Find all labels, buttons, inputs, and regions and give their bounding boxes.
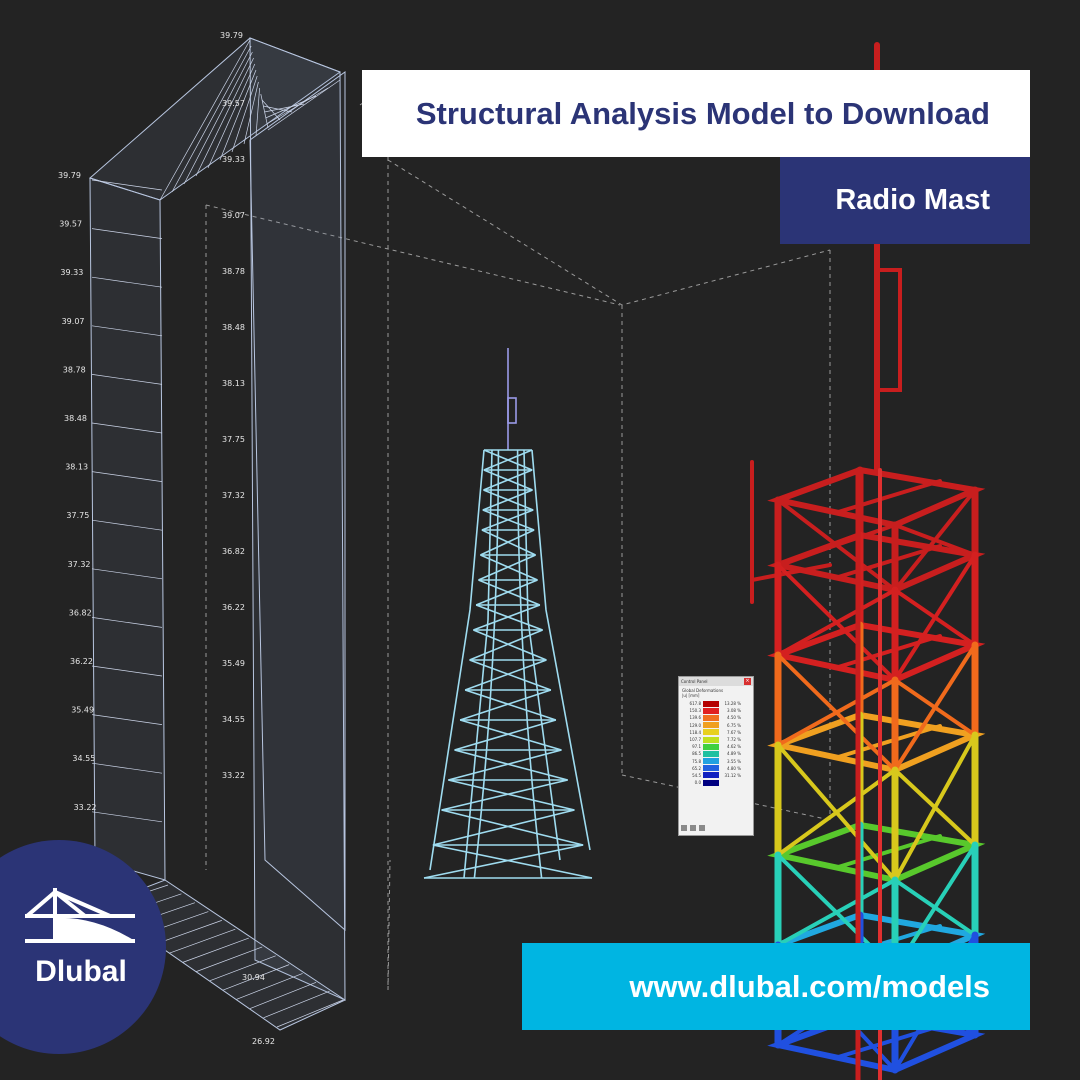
diagram-top-label: 39.79	[220, 31, 243, 40]
banner-subtitle: Radio Mast	[780, 157, 1030, 244]
banner-title: Structural Analysis Model to Download	[362, 70, 1030, 157]
scale-percent: 31.12 %	[724, 772, 741, 778]
scale-swatch	[703, 729, 719, 736]
control-panel[interactable]: Control Panel × Global Deformations |u| …	[678, 676, 754, 836]
control-panel-unit: |u| [mm]	[682, 693, 700, 698]
diagram-inner-label: 38.78	[222, 267, 245, 276]
diagram-inner-label: 39.07	[222, 211, 245, 220]
diagram-left-label: 37.75	[66, 511, 89, 520]
filter-icon[interactable]	[699, 825, 705, 831]
color-scale-row: 54.5 31.12 %	[679, 772, 753, 779]
scale-percent: 3.55 %	[727, 758, 741, 764]
scale-value: 139.6	[689, 715, 701, 721]
scale-value: 75.8	[692, 758, 701, 764]
control-panel-header: Control Panel ×	[679, 677, 753, 686]
scale-percent: 3.08 %	[727, 708, 741, 714]
scale-value: 107.7	[689, 737, 701, 743]
scale-swatch	[703, 743, 719, 750]
diagram-inner-label: 38.13	[222, 379, 245, 388]
diagram-inner-label: 39.57	[222, 99, 245, 108]
control-panel-toolbar	[681, 825, 751, 833]
diagram-left-label: 36.82	[69, 608, 92, 617]
color-scale-row: 75.8 3.55 %	[679, 758, 753, 765]
diagram-left-label: 39.79	[58, 171, 81, 180]
diagram-left-label: 38.78	[63, 365, 86, 374]
diagram-left-label: 35.49	[71, 706, 94, 715]
diagram-inner-label: 36.82	[222, 547, 245, 556]
scale-swatch	[703, 700, 719, 707]
diagram-left-label: 39.33	[60, 268, 83, 277]
diagram-inner-label: 33.22	[222, 771, 245, 780]
diagram-left-label: 37.32	[68, 560, 91, 569]
color-scale: 617.8 13.28 % 150.3 3.08 % 139.6 4.50 % 129.0 6…	[679, 700, 753, 786]
scale-swatch	[703, 765, 719, 772]
color-scale-row: 86.5 4.89 %	[679, 750, 753, 757]
scale-value: 129.0	[689, 722, 701, 728]
dlubal-logo-badge[interactable]	[0, 840, 166, 1054]
diagram-inner-label: 38.48	[222, 323, 245, 332]
diagram-left-label: 38.48	[64, 414, 87, 423]
scale-percent: 7.67 %	[727, 729, 741, 735]
scale-swatch	[703, 722, 719, 729]
scale-value: 97.1	[692, 744, 701, 750]
control-panel-title: Control Panel	[681, 679, 708, 684]
banner-url-link[interactable]: www.dlubal.com/models	[522, 943, 1030, 1030]
diagram-inner-label: 36.22	[222, 603, 245, 612]
scale-percent: 4.62 %	[727, 744, 741, 750]
scale-value: 118.4	[689, 729, 701, 735]
control-panel-subtitle: Global Deformations	[682, 688, 724, 693]
deformation-diagram	[89, 37, 347, 1031]
scale-swatch	[703, 736, 719, 743]
scale-value: 0.0	[694, 780, 701, 786]
control-panel-subtitle-group: Global Deformations |u| [mm]	[679, 686, 753, 700]
scale-percent: 4.80 %	[727, 765, 741, 771]
scale-percent: 13.28 %	[724, 701, 741, 707]
scale-value: 150.3	[689, 708, 701, 714]
scale-swatch	[703, 714, 719, 721]
color-scale-row: 617.8 13.28 %	[679, 700, 753, 707]
logo-wordmark: Dlubal	[35, 955, 127, 988]
color-scale-row: 139.6 4.50 %	[679, 714, 753, 721]
radio-mast-wireframe	[423, 348, 593, 879]
scale-percent: 7.72 %	[727, 737, 741, 743]
diagram-inner-label: 37.75	[222, 435, 245, 444]
color-scale-row: 129.0 6.75 %	[679, 722, 753, 729]
diagram-inner-label: 35.49	[222, 659, 245, 668]
scale-value: 65.2	[692, 765, 701, 771]
scale-icon[interactable]	[690, 825, 696, 831]
color-scale-row: 0.0	[679, 779, 753, 786]
dlubal-bridge-icon	[25, 888, 135, 943]
diagram-left-label: 38.13	[65, 463, 88, 472]
diagram-bottom-label: 26.92	[252, 1037, 275, 1046]
scale-swatch	[703, 758, 719, 765]
diagram-inner-label: 34.55	[222, 715, 245, 724]
diagram-left-label: 39.07	[62, 317, 85, 326]
diagram-left-label: 36.22	[70, 657, 93, 666]
scale-swatch	[703, 779, 719, 786]
color-scale-row: 97.1 4.62 %	[679, 743, 753, 750]
diagram-left-label: 34.55	[72, 754, 95, 763]
scale-swatch	[703, 707, 719, 714]
scale-swatch	[703, 772, 719, 779]
color-scale-row: 65.2 4.80 %	[679, 765, 753, 772]
scale-percent: 6.75 %	[727, 722, 741, 728]
scale-value: 54.5	[692, 772, 701, 778]
diagram-left-label: 39.57	[59, 220, 82, 229]
settings-icon[interactable]	[681, 825, 687, 831]
diagram-labels: 39.79 26.92 39.79 39.57 39.33 39.07 38.78 38.…	[58, 31, 275, 1046]
scale-value: 617.8	[689, 701, 701, 707]
diagram-inner-label: 37.32	[222, 491, 245, 500]
close-icon[interactable]: ×	[744, 678, 751, 685]
scale-value: 86.5	[692, 751, 701, 757]
scale-percent: 4.89 %	[727, 751, 741, 757]
color-scale-row: 118.4 7.67 %	[679, 729, 753, 736]
diagram-inner-label: 30.94	[242, 973, 265, 982]
color-scale-row: 107.7 7.72 %	[679, 736, 753, 743]
color-scale-row: 150.3 3.08 %	[679, 707, 753, 714]
scale-swatch	[703, 750, 719, 757]
scale-percent: 4.50 %	[727, 715, 741, 721]
diagram-left-label: 33.22	[74, 803, 97, 812]
diagram-inner-label: 39.33	[222, 155, 245, 164]
